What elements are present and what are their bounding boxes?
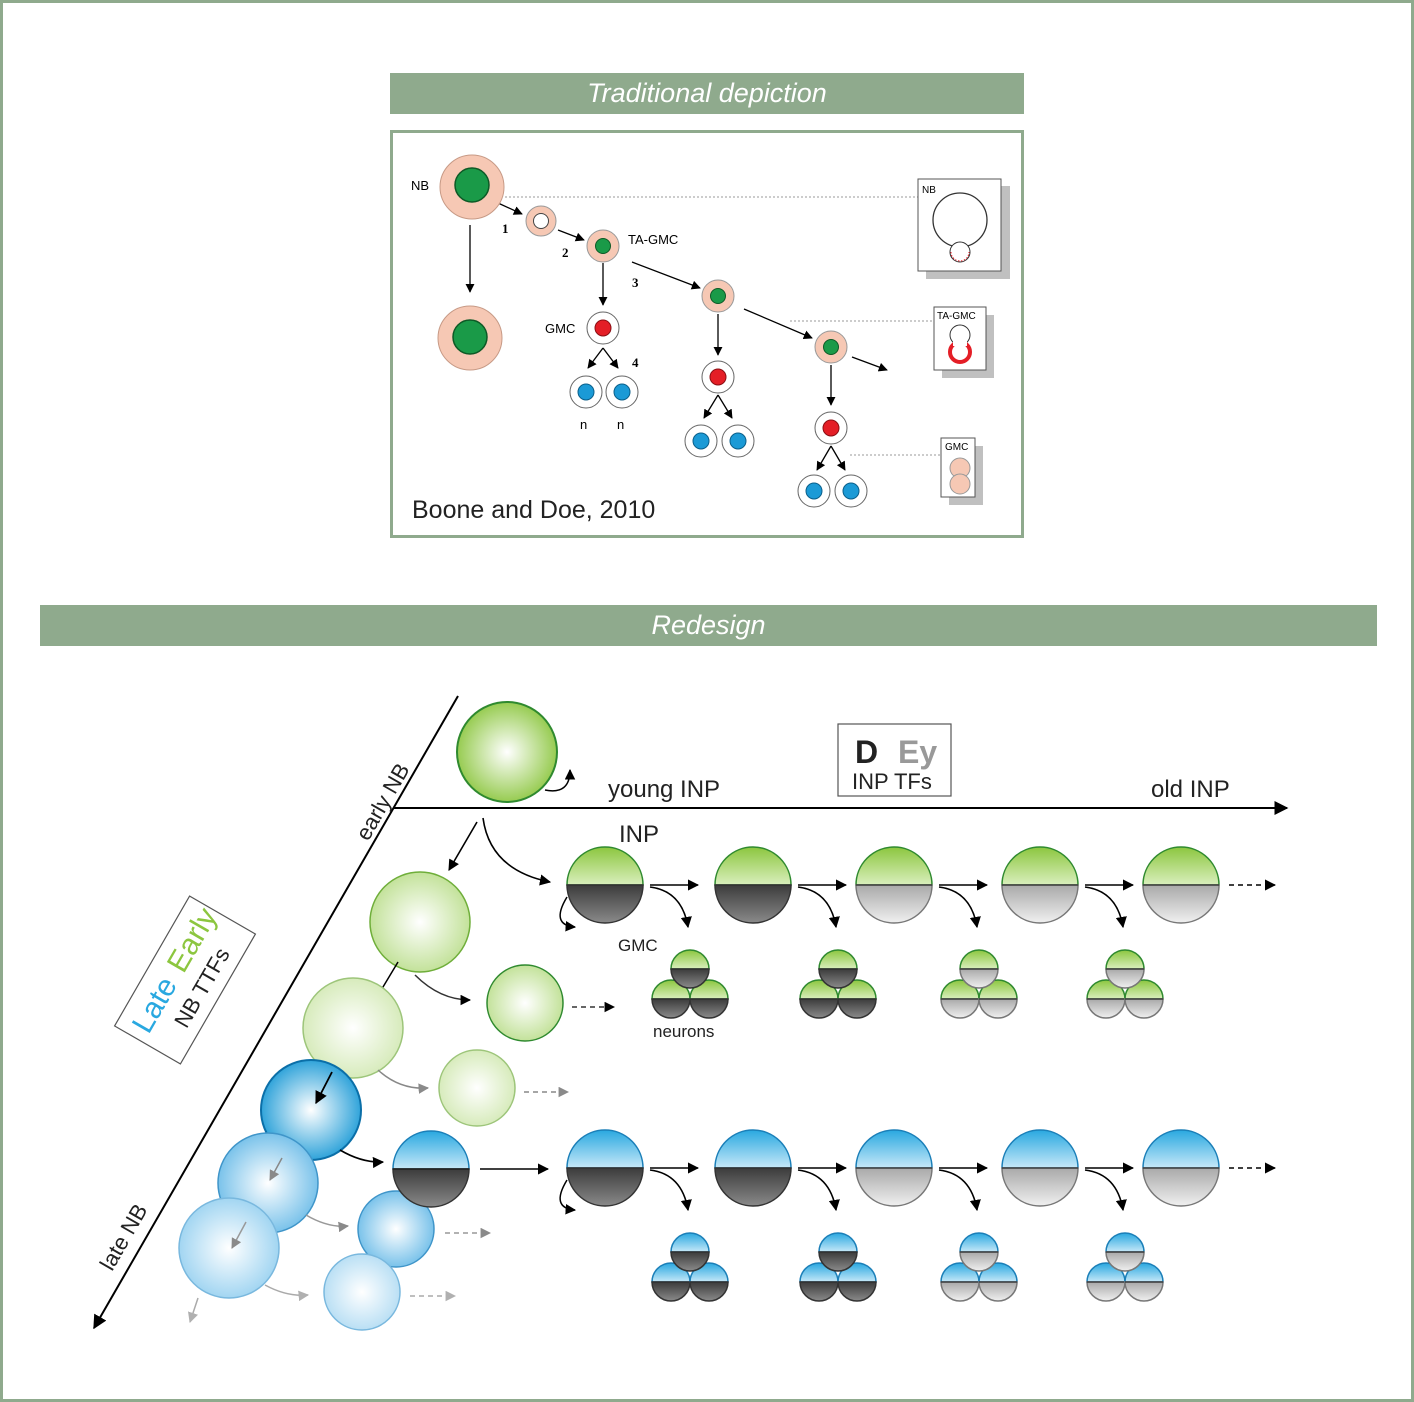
gmc-division-arrow	[1084, 886, 1127, 929]
neuron-cell	[1086, 1262, 1126, 1302]
early-nb-cell	[456, 701, 576, 803]
gmc-cell	[1105, 949, 1145, 989]
neuron-cell	[1086, 979, 1126, 1019]
gmc-neuron-cluster	[1086, 949, 1164, 1019]
step-2-label: 2	[562, 245, 569, 260]
inp-blue-first	[392, 1130, 470, 1208]
ta-gmc-cell	[814, 330, 848, 364]
inp-cell	[714, 846, 792, 924]
svg-text:TA-GMC: TA-GMC	[937, 311, 976, 322]
gmc-division-arrow	[797, 1169, 840, 1212]
self-renew-arrow	[559, 896, 577, 932]
inp-tfs-legend: D Ey INP TFs	[837, 723, 952, 797]
gmc-cell	[1105, 1232, 1145, 1272]
gmc-cell	[814, 411, 848, 445]
neurons-label: neurons	[653, 1022, 714, 1041]
gmc-neuron-cluster	[1086, 1232, 1164, 1302]
gmc-cell	[586, 311, 620, 345]
gmc-division-arrow	[797, 886, 840, 929]
legend-nb: NB	[917, 178, 1010, 279]
nb-cell-daughter	[437, 305, 503, 371]
inp-cell	[855, 1129, 933, 1207]
neuron-label: n	[617, 417, 624, 432]
step-4-label: 4	[632, 355, 639, 370]
traditional-diagram: NB TA-GMC GMC n n 1 2 3 4 NB TA-GMC	[411, 154, 1010, 524]
inp-row-green	[559, 846, 1277, 1019]
gmc-cell	[959, 949, 999, 989]
neuron-label: n	[580, 417, 587, 432]
old-inp-label: old INP	[1151, 776, 1230, 803]
gmc-neuron-cluster	[940, 1232, 1018, 1302]
legend-ta-gmc: TA-GMC	[933, 306, 994, 378]
inp-green-faded	[486, 964, 564, 1042]
inp-cell	[1142, 846, 1220, 924]
inp-cell	[566, 1129, 644, 1207]
nb-cell-green-3	[302, 977, 404, 1079]
self-renew-arrow	[559, 1179, 577, 1215]
svg-text:GMC: GMC	[945, 442, 968, 453]
gmc-cell	[701, 360, 735, 394]
nb-cell	[439, 154, 505, 220]
gmc-division-arrow	[1084, 1169, 1127, 1212]
inp-green-fainter	[438, 1049, 516, 1127]
gmc-neuron-cluster	[940, 949, 1018, 1019]
neuron-cell	[651, 1262, 691, 1302]
ta-gmc-cell	[701, 279, 735, 313]
inp-tfs-caption: INP TFs	[852, 769, 932, 794]
step-1-label: 1	[502, 221, 509, 236]
inp-row-blue	[559, 1129, 1277, 1302]
step-3-label: 3	[632, 275, 639, 290]
late-nb-label: late NB	[95, 1200, 153, 1275]
gmc-division-arrow	[938, 886, 981, 929]
ey-tf-label: Ey	[898, 734, 937, 770]
nb-age-axis	[93, 695, 459, 1330]
inp-cell	[855, 846, 933, 924]
inp-cell	[1001, 846, 1079, 924]
gmc-cell	[959, 1232, 999, 1272]
neuron-pair	[797, 474, 868, 508]
legend-gmc: GMC	[940, 437, 983, 505]
gmc-neuron-cluster	[799, 1232, 877, 1302]
inp-cell	[1142, 1129, 1220, 1207]
gmc-neuron-cluster	[651, 949, 729, 1019]
inp-cell	[1001, 1129, 1079, 1207]
young-inp-label: young INP	[608, 776, 720, 803]
gmc-neuron-cluster	[799, 949, 877, 1019]
traditional-depiction-banner: Traditional depiction	[390, 73, 1024, 114]
nb-label: NB	[411, 178, 429, 193]
nb-cell-green-2	[369, 871, 471, 973]
immature-inp-cell	[525, 205, 557, 237]
inp-lineage-rows	[559, 846, 1277, 1302]
ta-gmc-cell	[586, 229, 620, 263]
neuron-cell	[837, 979, 877, 1019]
inp-blue-fainter	[323, 1253, 401, 1331]
citation: Boone and Doe, 2010	[412, 496, 655, 524]
svg-text:NB: NB	[922, 185, 936, 196]
redesign-diagram: young INP old INP early NB late NB D Ey …	[93, 695, 1289, 1331]
early-nb-label: early NB	[351, 759, 415, 845]
nb-ttfs-legend: Late Early NB TTFs	[113, 895, 257, 1065]
d-tf-label: D	[855, 734, 878, 770]
inp-blue-faded	[357, 1190, 435, 1268]
neuron-pair	[569, 375, 639, 409]
gmc-label: GMC	[618, 936, 658, 955]
inp-cell	[714, 1129, 792, 1207]
neuron-pair	[684, 424, 755, 458]
gmc-division-arrow	[649, 886, 692, 929]
inp-label: INP	[619, 821, 659, 848]
nb-cell-blue-3	[178, 1197, 280, 1299]
gmc-division-arrow	[938, 1169, 981, 1212]
gmc-cell	[818, 1232, 858, 1272]
gmc-label: GMC	[545, 321, 575, 336]
gmc-cell	[818, 949, 858, 989]
gmc-cell	[670, 1232, 710, 1272]
gmc-neuron-cluster	[651, 1232, 729, 1302]
inp-cell	[566, 846, 644, 924]
gmc-division-arrow	[649, 1169, 692, 1212]
ta-gmc-label: TA-GMC	[628, 232, 678, 247]
redesign-banner: Redesign	[40, 605, 1377, 646]
gmc-cell	[670, 949, 710, 989]
